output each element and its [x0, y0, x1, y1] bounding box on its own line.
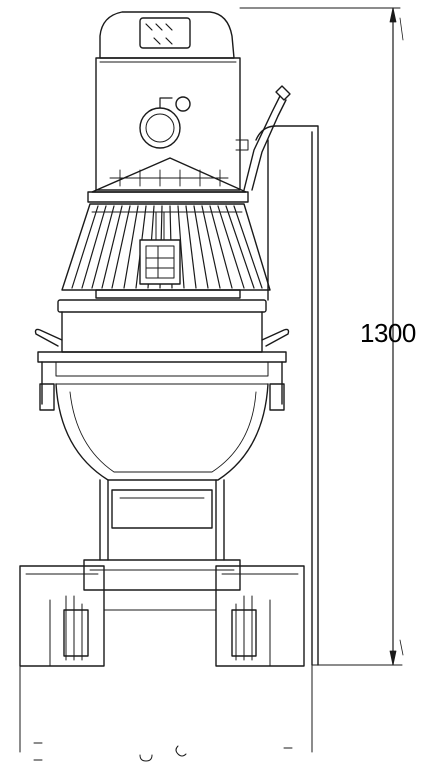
floor-marks: [33, 742, 293, 762]
bowl-guard-cage: [61, 203, 271, 299]
mixer-head: [95, 11, 249, 191]
bowl-handles: [34, 328, 290, 347]
column-pillar: [255, 125, 319, 753]
bowl-support-bracket: [99, 479, 225, 561]
mixing-bowl: [37, 299, 287, 481]
dimension-line: [239, 7, 404, 666]
gearbox-cover: [87, 157, 249, 203]
lever-handle: [243, 85, 291, 191]
mixer-base: [19, 559, 305, 753]
height-dimension-label: 1300: [360, 318, 416, 348]
